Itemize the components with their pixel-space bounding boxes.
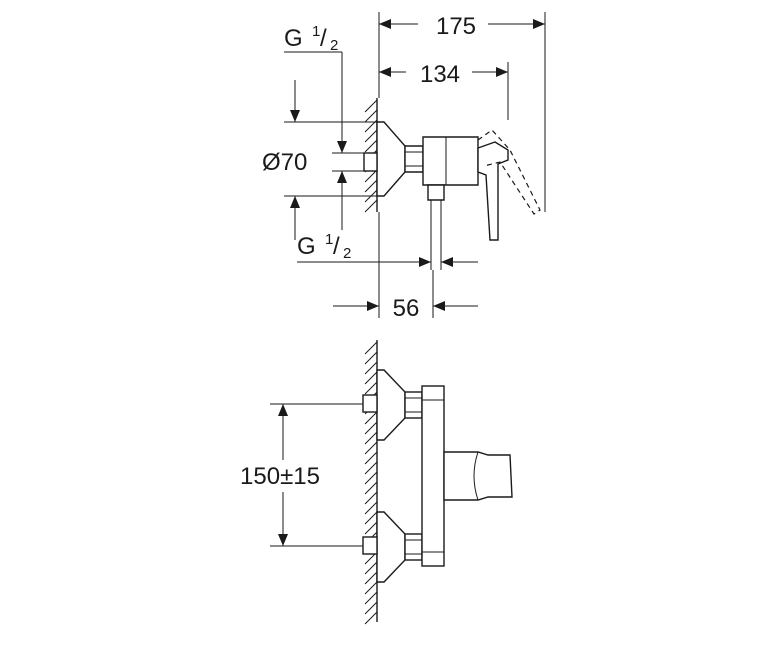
thread-bottom-den: 2 bbox=[343, 245, 351, 262]
lever-handle bbox=[477, 141, 509, 241]
hex-nut-top bbox=[404, 145, 424, 173]
outlet-top bbox=[427, 184, 445, 201]
thread-bottom-slash: / bbox=[333, 233, 340, 260]
upper-inlet bbox=[362, 394, 378, 413]
wall-hatching-bottom bbox=[364, 340, 378, 625]
upper-flange bbox=[376, 369, 406, 441]
dim-overall-depth: 175 bbox=[436, 13, 476, 40]
lower-flange bbox=[376, 511, 406, 583]
dim-outlet-offset: 56 bbox=[393, 295, 420, 322]
mixer-body-top bbox=[422, 136, 479, 186]
lower-nut bbox=[404, 533, 423, 561]
thread-label-top: G 1 / 2 bbox=[284, 23, 338, 54]
mixer-body-front bbox=[421, 385, 445, 567]
thread-bottom-base: G bbox=[297, 233, 316, 260]
dim-center-distance: 150±15 bbox=[240, 463, 320, 490]
front-view: 150±15 bbox=[240, 340, 513, 625]
lever-rotated-outline bbox=[477, 129, 541, 215]
thread-label-bottom: G 1 / 2 bbox=[297, 231, 351, 262]
thread-bottom-num: 1 bbox=[325, 231, 333, 248]
thread-top-num: 1 bbox=[312, 23, 320, 40]
thread-top-base: G bbox=[284, 25, 303, 52]
thread-top-den: 2 bbox=[330, 37, 338, 54]
inlet-nipple bbox=[363, 152, 378, 172]
lower-inlet bbox=[362, 536, 378, 555]
lever-front bbox=[443, 451, 513, 501]
upper-nut bbox=[404, 391, 423, 419]
wall-flange-top bbox=[376, 121, 406, 197]
side-view: 175 134 G 1 / 2 Ø70 G 1 / bbox=[262, 12, 546, 322]
thread-top-slash: / bbox=[320, 25, 327, 52]
dim-body-depth: 134 bbox=[420, 61, 460, 88]
dim-flange-diameter: Ø70 bbox=[262, 149, 307, 176]
